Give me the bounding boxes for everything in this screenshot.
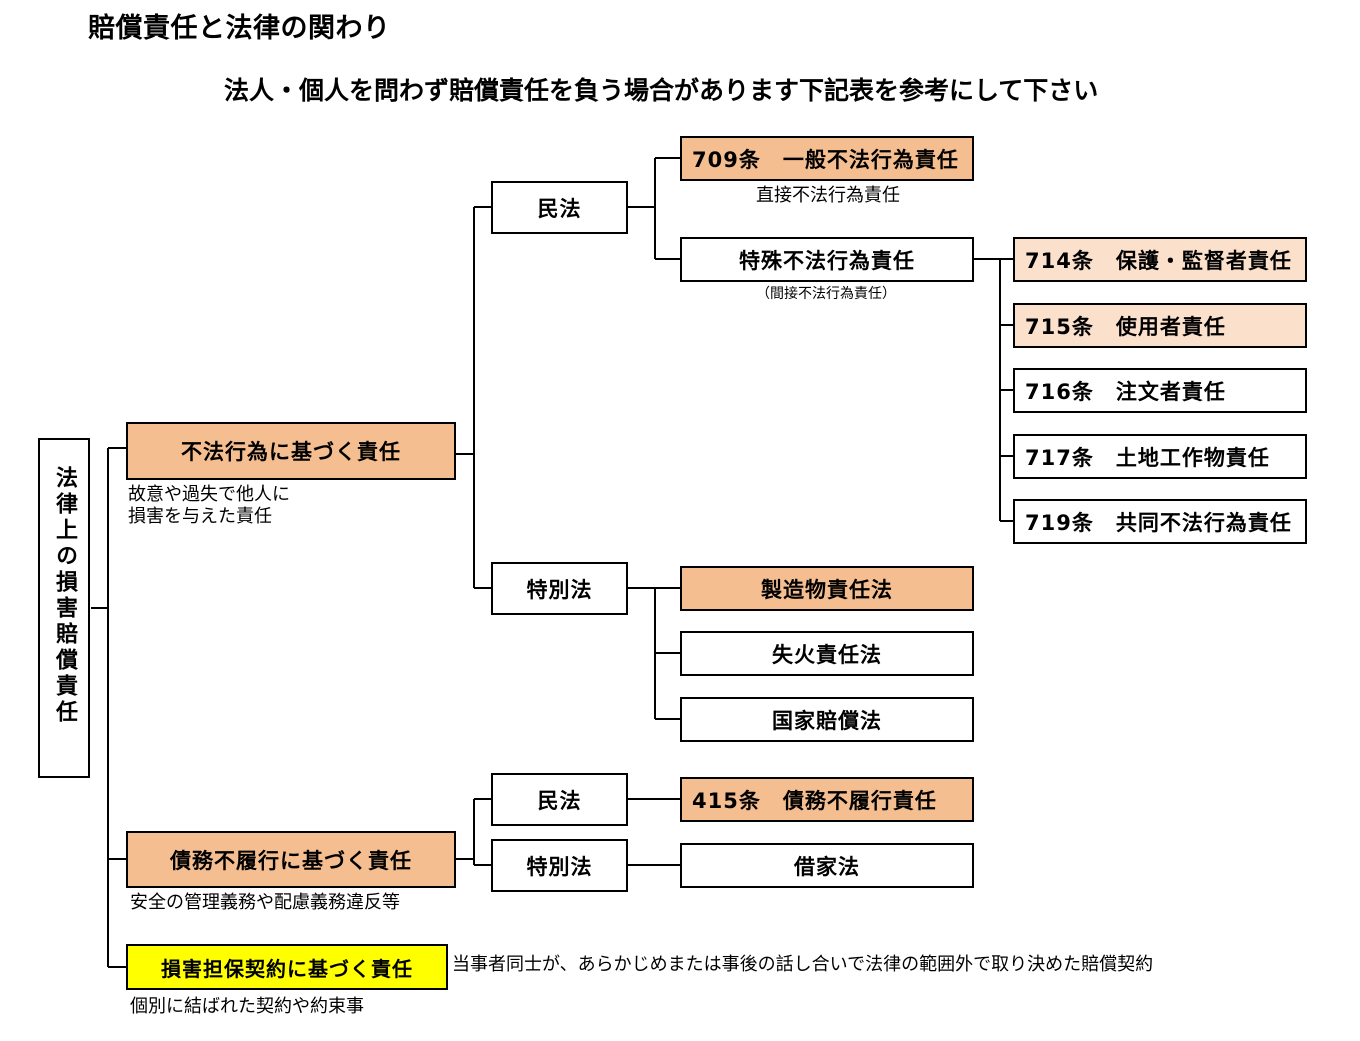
node-tort-civil-code[interactable]: 民法 xyxy=(491,181,628,234)
node-fire-liability-act[interactable]: 失火責任法 xyxy=(680,631,974,676)
node-default-special-acts[interactable]: 特別法 xyxy=(491,839,628,892)
caption-special-tort-liability: （間接不法行為責任） xyxy=(756,286,896,302)
node-article-714[interactable]: 714条 保護・監督者責任 xyxy=(1013,237,1307,282)
caption-indemnity-contract-side: 当事者同士が、あらかじめまたは事後の話し合いで法律の範囲外で取り決めた賠償契約 xyxy=(452,954,1154,975)
node-root-legal-liability[interactable]: 法律上の損害賠償責任 xyxy=(38,438,90,778)
node-article-715[interactable]: 715条 使用者責任 xyxy=(1013,303,1307,348)
node-article-717[interactable]: 717条 土地工作物責任 xyxy=(1013,434,1307,479)
node-article-415[interactable]: 415条 債務不履行責任 xyxy=(680,777,974,822)
node-article-709[interactable]: 709条 一般不法行為責任 xyxy=(680,136,974,181)
node-indemnity-contract-liability[interactable]: 損害担保契約に基づく責任 xyxy=(126,944,448,990)
page-subtitle: 法人・個人を問わず賠償責任を負う場合があります下記表を参考にして下さい xyxy=(224,76,1099,105)
node-default-liability[interactable]: 債務不履行に基づく責任 xyxy=(126,831,456,888)
page-title: 賠償責任と法律の関わり xyxy=(88,13,391,44)
caption-tort-liability: 故意や過失で他人に 損害を与えた責任 xyxy=(128,484,290,527)
node-product-liability-act[interactable]: 製造物責任法 xyxy=(680,566,974,611)
node-article-716[interactable]: 716条 注文者責任 xyxy=(1013,368,1307,413)
node-article-719[interactable]: 719条 共同不法行為責任 xyxy=(1013,499,1307,544)
node-default-civil-code[interactable]: 民法 xyxy=(491,773,628,826)
node-tort-liability[interactable]: 不法行為に基づく責任 xyxy=(126,422,456,480)
caption-default-liability: 安全の管理義務や配慮義務違反等 xyxy=(130,892,400,913)
node-state-compensation-act[interactable]: 国家賠償法 xyxy=(680,697,974,742)
node-house-lease-act[interactable]: 借家法 xyxy=(680,843,974,888)
node-tort-special-acts[interactable]: 特別法 xyxy=(491,562,628,615)
node-special-tort-liability[interactable]: 特殊不法行為責任 xyxy=(680,237,974,282)
caption-article-709: 直接不法行為責任 xyxy=(756,185,900,206)
caption-indemnity-contract: 個別に結ばれた契約や約束事 xyxy=(130,996,364,1017)
